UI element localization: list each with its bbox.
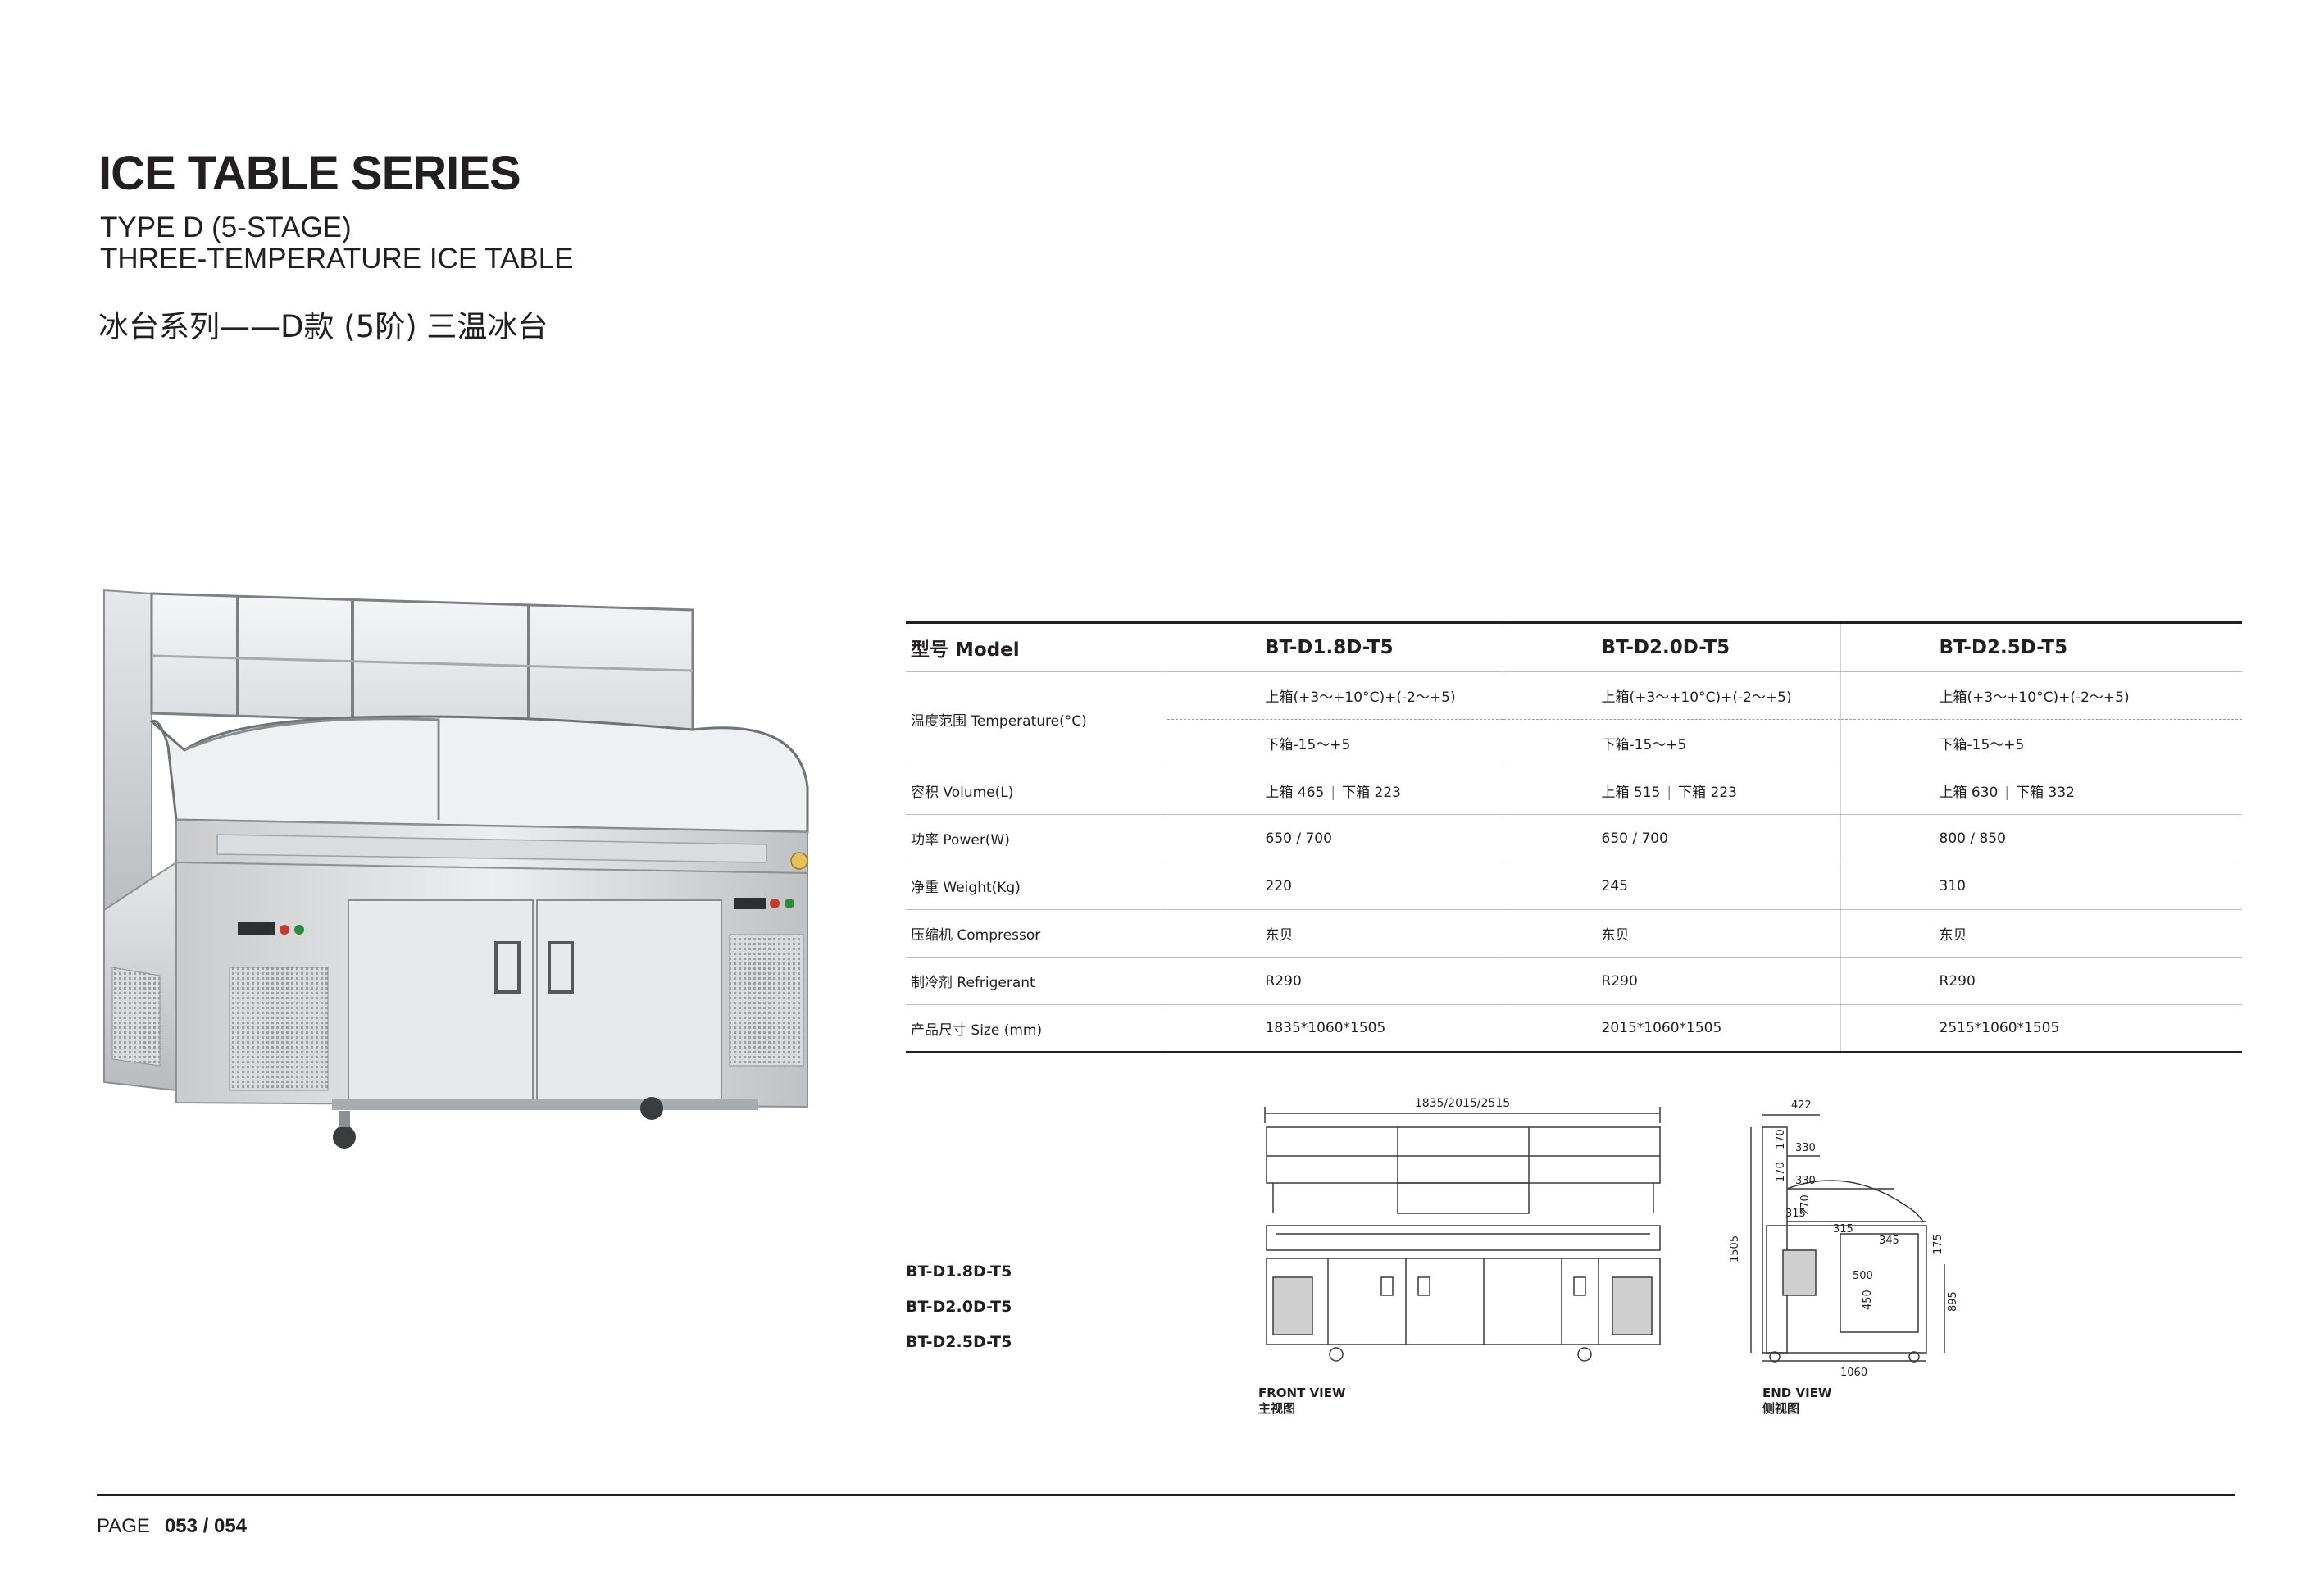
temp-lower-3: 下箱-15～+5 xyxy=(1840,719,2242,767)
refrigerant-2: R290 xyxy=(1503,957,1841,1005)
volume-2: 上箱 515|下箱 223 xyxy=(1503,767,1841,815)
dim-330-b: 330 xyxy=(1795,1175,1816,1187)
front-view-label-en: FRONT VIEW xyxy=(1258,1386,1346,1400)
weight-row: 净重 Weight(Kg) 220 245 310 xyxy=(906,862,2242,910)
end-view-label: END VIEW 侧视图 xyxy=(1762,1386,1831,1417)
model-2: BT-D2.0D-T5 xyxy=(1503,621,1841,672)
dim-895: 895 xyxy=(1947,1291,1959,1312)
power-3: 800 / 850 xyxy=(1840,814,2242,862)
power-1: 650 / 700 xyxy=(1167,814,1503,862)
product-photo xyxy=(103,589,809,1149)
subtitle-description: THREE-TEMPERATURE ICE TABLE xyxy=(100,243,574,275)
size-2: 2015*1060*1505 xyxy=(1503,1004,1841,1053)
weight-1: 220 xyxy=(1167,862,1503,910)
temperature-label: 温度范围 Temperature(°C) xyxy=(906,671,1167,767)
dim-315-b: 315 xyxy=(1833,1223,1853,1235)
power-label: 功率 Power(W) xyxy=(906,814,1167,862)
end-view-drawing: 422 1505 1060 330 330 170 170 270 315 31… xyxy=(1730,1099,1959,1377)
dim-170-a: 170 xyxy=(1775,1129,1787,1149)
refrigerant-3: R290 xyxy=(1840,957,2242,1005)
compressor-1: 东贝 xyxy=(1167,909,1503,958)
end-view-label-cn: 侧视图 xyxy=(1762,1401,1800,1416)
temperature-row-lower: 下箱-15～+5 下箱-15～+5 下箱-15～+5 xyxy=(906,719,2242,767)
dim-top: 422 xyxy=(1791,1099,1812,1112)
footer-divider xyxy=(97,1494,2235,1496)
page-title: ICE TABLE SERIES xyxy=(98,147,521,200)
compressor-label: 压缩机 Compressor xyxy=(906,909,1167,958)
dim-330-a: 330 xyxy=(1795,1142,1816,1154)
model-header: 型号 Model xyxy=(906,621,1167,672)
front-view-label-cn: 主视图 xyxy=(1258,1401,1296,1416)
drawing-model-3: BT-D2.5D-T5 xyxy=(906,1333,1012,1351)
dim-450: 450 xyxy=(1862,1290,1874,1310)
specification-table: 型号 Model BT-D1.8D-T5 BT-D2.0D-T5 BT-D2.5… xyxy=(906,621,2242,1053)
drawing-model-2: BT-D2.0D-T5 xyxy=(906,1298,1012,1316)
spec-header-row: 型号 Model BT-D1.8D-T5 BT-D2.0D-T5 BT-D2.5… xyxy=(906,621,2242,672)
dim-175: 175 xyxy=(1932,1234,1944,1254)
dim-height: 1505 xyxy=(1730,1235,1741,1263)
dim-500: 500 xyxy=(1853,1270,1873,1282)
temp-upper-1: 上箱(+3～+10°C)+(-2～+5) xyxy=(1167,671,1503,720)
refrigerant-label: 制冷剂 Refrigerant xyxy=(906,957,1167,1005)
compressor-2: 东贝 xyxy=(1503,909,1841,958)
size-label: 产品尺寸 Size (mm) xyxy=(906,1004,1167,1053)
temp-lower-1: 下箱-15～+5 xyxy=(1167,719,1503,767)
page-number: 053 / 054 xyxy=(164,1515,248,1537)
page-indicator: PAGE 053 / 054 xyxy=(97,1515,247,1538)
refrigerant-row: 制冷剂 Refrigerant R290 R290 R290 xyxy=(906,957,2242,1005)
front-view-drawing: 1835/2015/2515 xyxy=(1264,1097,1661,1362)
front-width-dimension: 1835/2015/2515 xyxy=(1415,1097,1510,1110)
model-3: BT-D2.5D-T5 xyxy=(1840,621,2242,672)
weight-label: 净重 Weight(Kg) xyxy=(906,862,1167,910)
volume-row: 容积 Volume(L) 上箱 465|下箱 223 上箱 515|下箱 223… xyxy=(906,767,2242,815)
subtitle-chinese: 冰台系列——D款 (5阶) 三温冰台 xyxy=(98,309,548,344)
volume-1: 上箱 465|下箱 223 xyxy=(1167,767,1503,815)
size-3: 2515*1060*1505 xyxy=(1840,1004,2242,1053)
temp-upper-2: 上箱(+3～+10°C)+(-2～+5) xyxy=(1503,671,1841,720)
temp-lower-2: 下箱-15～+5 xyxy=(1503,719,1841,767)
power-row: 功率 Power(W) 650 / 700 650 / 700 800 / 85… xyxy=(906,814,2242,862)
front-view-label: FRONT VIEW 主视图 xyxy=(1258,1386,1346,1417)
page-label: PAGE xyxy=(97,1515,150,1537)
temp-upper-3: 上箱(+3～+10°C)+(-2～+5) xyxy=(1840,671,2242,720)
compressor-3: 东贝 xyxy=(1840,909,2242,958)
volume-label: 容积 Volume(L) xyxy=(906,767,1167,815)
volume-3: 上箱 630|下箱 332 xyxy=(1840,767,2242,815)
dim-270: 270 xyxy=(1799,1194,1812,1215)
subtitle-type: TYPE D (5-STAGE) xyxy=(100,212,352,243)
refrigerant-1: R290 xyxy=(1167,957,1503,1005)
model-1: BT-D1.8D-T5 xyxy=(1167,621,1503,672)
dim-170-b: 170 xyxy=(1775,1162,1787,1182)
power-2: 650 / 700 xyxy=(1503,814,1841,862)
weight-2: 245 xyxy=(1503,862,1841,910)
compressor-row: 压缩机 Compressor 东贝 东贝 东贝 xyxy=(906,909,2242,958)
dim-315-a: 315 xyxy=(1785,1208,1806,1220)
size-1: 1835*1060*1505 xyxy=(1167,1004,1503,1053)
dim-345: 345 xyxy=(1879,1235,1899,1247)
dim-depth: 1060 xyxy=(1840,1367,1867,1377)
end-view-label-en: END VIEW xyxy=(1762,1386,1832,1400)
drawing-model-1: BT-D1.8D-T5 xyxy=(906,1263,1012,1281)
weight-3: 310 xyxy=(1840,862,2242,910)
size-row: 产品尺寸 Size (mm) 1835*1060*1505 2015*1060*… xyxy=(906,1004,2242,1053)
temperature-row-upper: 温度范围 Temperature(°C) 上箱(+3～+10°C)+(-2～+5… xyxy=(906,671,2242,767)
